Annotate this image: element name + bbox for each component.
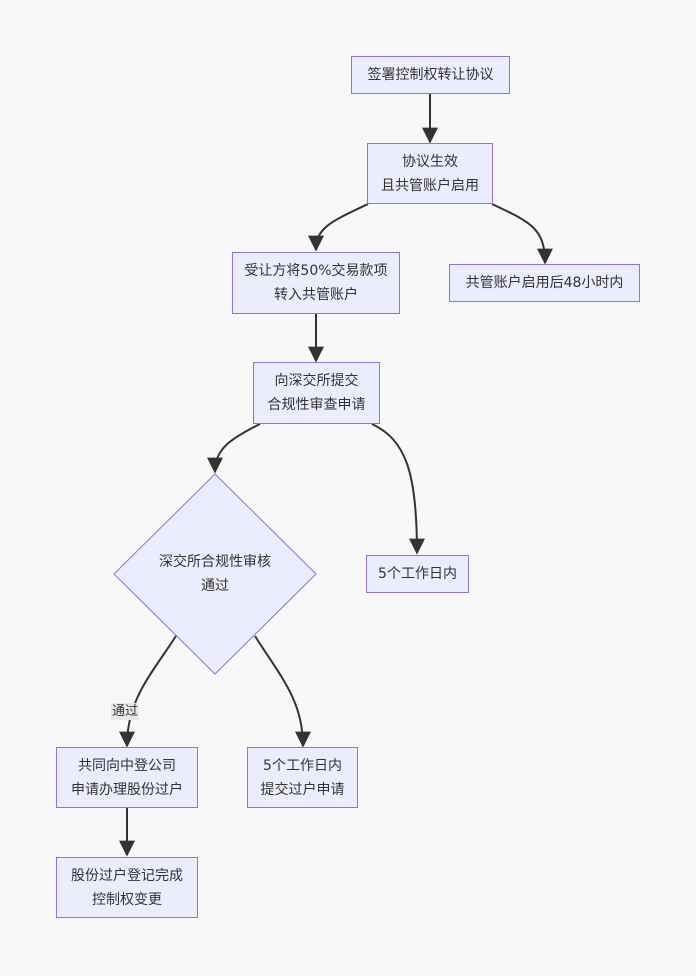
node-label: 合规性审查申请 bbox=[267, 397, 366, 413]
node-submit-compliance[interactable]: 向深交所提交 合规性审查申请 bbox=[253, 362, 380, 424]
node-transfer-complete[interactable]: 股份过户登记完成 控制权变更 bbox=[56, 857, 198, 918]
node-label: 深交所合规性审核 bbox=[159, 554, 271, 570]
node-agreement-effective[interactable]: 协议生效 且共管账户启用 bbox=[367, 143, 493, 204]
edge-label-approved: 通过 bbox=[111, 703, 140, 720]
decision-diamond-shape bbox=[113, 473, 317, 675]
node-label: 5个工作日内 bbox=[263, 757, 342, 774]
node-label: 提交过户申请 bbox=[260, 781, 345, 798]
node-sign-agreement[interactable]: 签署控制权转让协议 bbox=[351, 56, 510, 94]
node-label: 共同向中登公司 bbox=[78, 757, 176, 774]
edge-submit-to-within5a bbox=[371, 423, 425, 555]
node-label: 申请办理股份过户 bbox=[71, 781, 183, 798]
edge-review-to-apply bbox=[119, 635, 177, 748]
node-label: 受让方将50%交易款项 bbox=[244, 263, 388, 279]
edge-review-to-within5b bbox=[254, 635, 311, 748]
node-transfer-funds[interactable]: 受让方将50%交易款项 转入共管账户 bbox=[232, 252, 400, 314]
node-label: 控制权变更 bbox=[92, 891, 162, 908]
node-within-5-days-submit[interactable]: 5个工作日内 提交过户申请 bbox=[247, 747, 358, 808]
edge-effective-to-transfer bbox=[308, 203, 369, 252]
edge-submit-to-review bbox=[207, 423, 261, 474]
node-label: 通过 bbox=[201, 578, 229, 594]
node-label: 转入共管账户 bbox=[274, 287, 358, 303]
node-label: 签署控制权转让协议 bbox=[367, 67, 494, 83]
node-within-48-hours[interactable]: 共管账户启用后48小时内 bbox=[449, 264, 640, 302]
node-label: 向深交所提交 bbox=[274, 373, 359, 389]
node-apply-share-transfer[interactable]: 共同向中登公司 申请办理股份过户 bbox=[56, 747, 198, 808]
node-label: 协议生效 bbox=[402, 153, 458, 170]
node-compliance-review-decision[interactable]: 深交所合规性审核 通过 bbox=[140, 550, 290, 598]
node-within-5-days[interactable]: 5个工作日内 bbox=[366, 555, 469, 593]
node-label: 5个工作日内 bbox=[378, 566, 457, 582]
node-label: 股份过户登记完成 bbox=[71, 867, 183, 884]
node-label: 共管账户启用后48小时内 bbox=[465, 275, 624, 291]
edge-effective-to-within48 bbox=[491, 203, 553, 265]
node-label: 且共管账户启用 bbox=[381, 177, 479, 194]
